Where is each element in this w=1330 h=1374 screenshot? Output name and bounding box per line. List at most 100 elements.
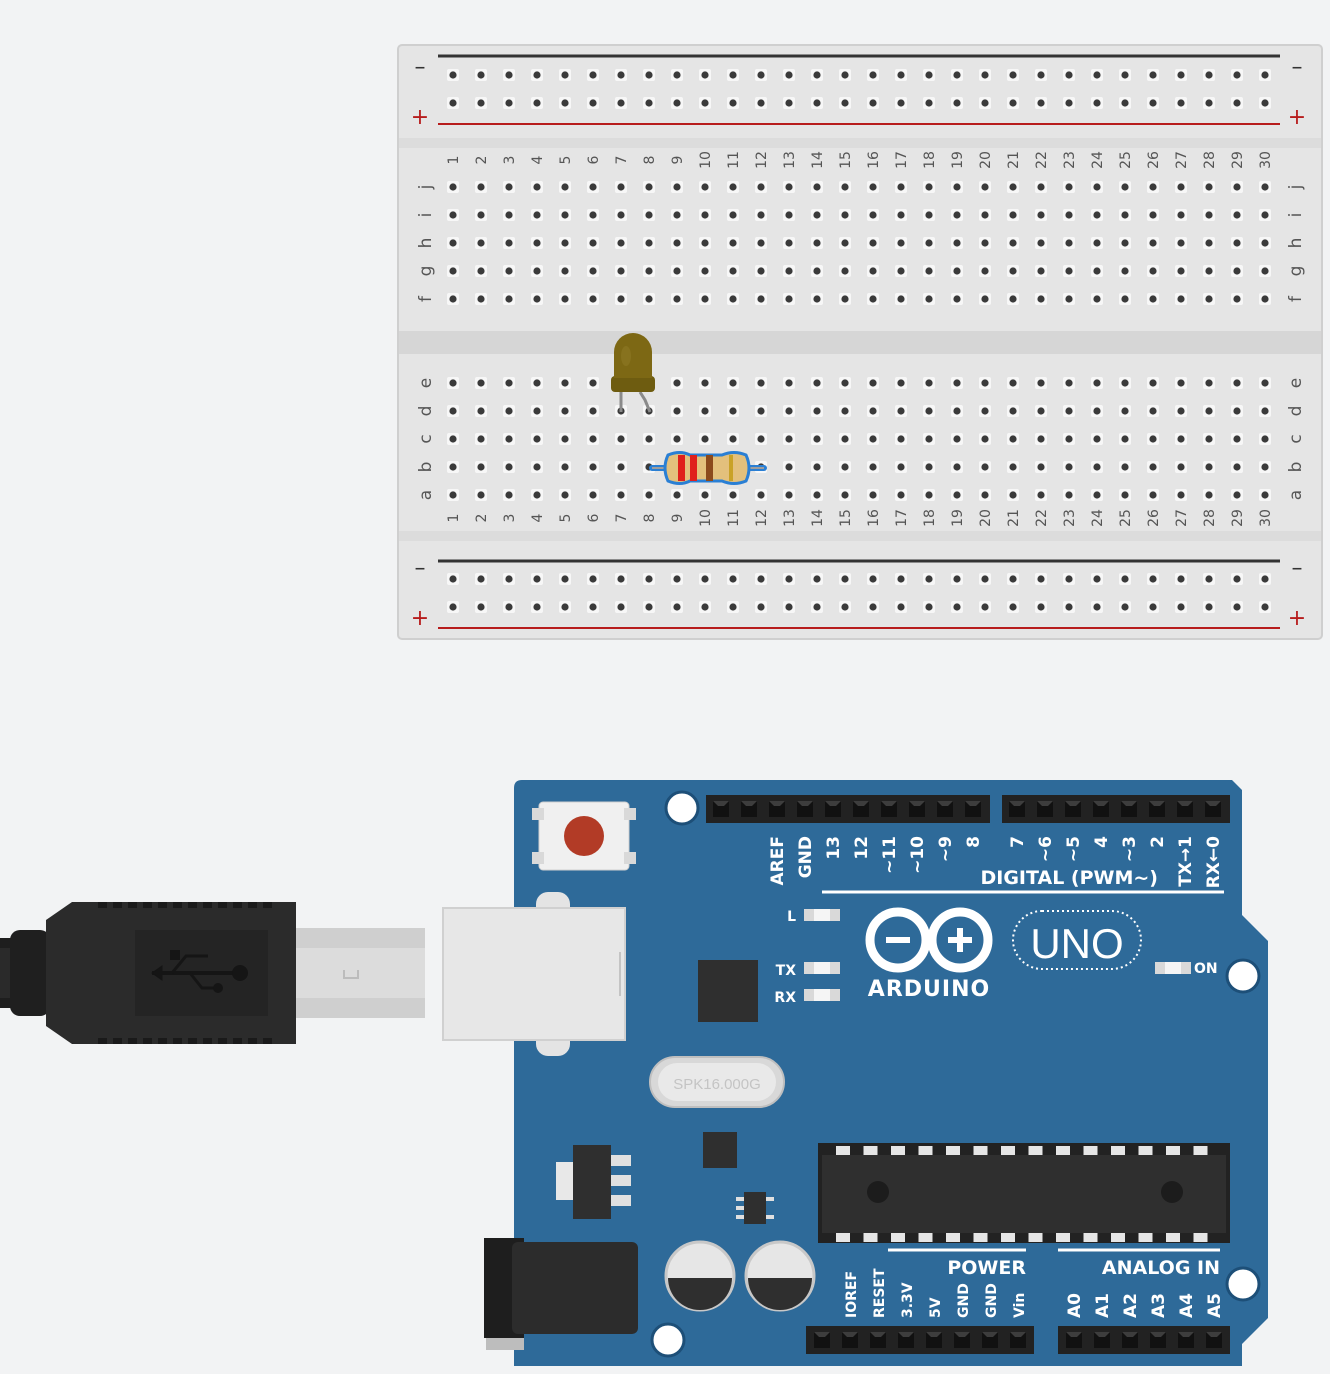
row-label: j — [1286, 185, 1306, 191]
breadboard-hole-center — [813, 407, 821, 415]
power-analog-sockets[interactable] — [814, 1332, 1222, 1348]
breadboard-hole-center — [617, 71, 625, 79]
power-jack[interactable] — [512, 1242, 638, 1334]
row-label: g — [1286, 266, 1306, 277]
power-pin-label: 3.3V — [900, 1282, 916, 1318]
bottom-minus-right: – — [1292, 556, 1303, 581]
breadboard-hole-center — [449, 211, 457, 219]
breadboard-hole-center — [869, 239, 877, 247]
breadboard-hole-center — [645, 239, 653, 247]
power-header[interactable] — [806, 1326, 1034, 1354]
chip-pin — [1193, 1146, 1208, 1155]
breadboard-hole-center — [729, 407, 737, 415]
breadboard-hole-center — [505, 603, 513, 611]
breadboard-hole-center — [1037, 379, 1045, 387]
breadboard-hole-center — [953, 379, 961, 387]
led-icon[interactable] — [611, 333, 655, 413]
resistor-band — [729, 455, 733, 481]
digital-header-right[interactable] — [1002, 795, 1230, 823]
breadboard-hole-center — [1065, 71, 1073, 79]
usb-icon[interactable] — [0, 902, 425, 1044]
breadboard-hole-center — [1009, 183, 1017, 191]
breadboard-hole-center — [1009, 239, 1017, 247]
breadboard-hole-center — [589, 267, 597, 275]
led-l-label: L — [787, 909, 796, 925]
tiny-ic — [744, 1192, 766, 1224]
breadboard-hole-center — [1205, 463, 1213, 471]
breadboard-hole-center — [533, 463, 541, 471]
breadboard-hole-center — [533, 239, 541, 247]
breadboard-hole-center — [729, 295, 737, 303]
breadboard-hole-center — [1205, 211, 1213, 219]
breadboard-hole-center — [1149, 239, 1157, 247]
breadboard-hole-center — [477, 435, 485, 443]
breadboard-hole-center — [533, 379, 541, 387]
breadboard-hole-center — [617, 463, 625, 471]
breadboard-hole-center — [449, 99, 457, 107]
breadboard-hole-center — [1205, 99, 1213, 107]
breadboard-hole-center — [1121, 407, 1129, 415]
breadboard-hole-center — [953, 435, 961, 443]
breadboard-hole-center — [785, 99, 793, 107]
analog-header[interactable] — [1058, 1326, 1230, 1354]
breadboard-hole-center — [953, 267, 961, 275]
column-number: 12 — [754, 509, 770, 527]
breadboard-hole-center — [785, 379, 793, 387]
breadboard-hole-center — [925, 99, 933, 107]
digital-pin-sockets[interactable] — [713, 801, 1221, 817]
breadboard-hole-center — [1149, 295, 1157, 303]
breadboard-hole-center — [561, 239, 569, 247]
breadboard-hole-center — [785, 267, 793, 275]
usb-grip — [98, 1038, 107, 1044]
breadboard-hole-center — [953, 463, 961, 471]
digital-pin-label: 4 — [1092, 836, 1112, 848]
column-number: 21 — [1006, 509, 1022, 527]
breadboard-hole-center — [1037, 407, 1045, 415]
led-leg-anode — [638, 391, 652, 413]
breadboard-hole-center — [897, 183, 905, 191]
chip-pin — [1111, 1233, 1125, 1242]
breadboard-hole-center — [981, 603, 989, 611]
breadboard-hole-center — [785, 603, 793, 611]
breadboard-hole-center — [1205, 575, 1213, 583]
column-number: 5 — [558, 156, 574, 165]
breadboard-hole-center — [533, 603, 541, 611]
resistor-icon[interactable] — [649, 451, 767, 485]
breadboard-hole-center — [1261, 183, 1269, 191]
mounting-hole — [650, 1322, 686, 1358]
row-label: i — [1286, 213, 1306, 218]
breadboard-hole-center — [757, 491, 765, 499]
reset-button-cap — [564, 816, 604, 856]
breadboard-hole-center — [1261, 71, 1269, 79]
breadboard-hole-center — [1009, 463, 1017, 471]
top-plus-left: + — [411, 105, 429, 130]
breadboard-hole-center — [701, 267, 709, 275]
breadboard-hole-center — [897, 463, 905, 471]
breadboard-hole-center — [925, 211, 933, 219]
column-number: 16 — [866, 151, 882, 169]
breadboard-hole-center — [897, 379, 905, 387]
usb-strain-relief — [10, 930, 50, 1016]
reset-button[interactable] — [532, 801, 636, 871]
breadboard-hole-center — [1009, 575, 1017, 583]
breadboard-hole-center — [1037, 463, 1045, 471]
breadboard-hole-center — [925, 183, 933, 191]
breadboard-hole-center — [589, 435, 597, 443]
breadboard-hole-center — [1177, 575, 1185, 583]
breadboard-hole-center — [1233, 267, 1241, 275]
breadboard-hole-center — [1233, 435, 1241, 443]
breadboard-holes[interactable] — [447, 69, 1271, 613]
breadboard-hole-center — [449, 267, 457, 275]
usb-b-port[interactable] — [442, 907, 626, 1041]
power-pin-label: 5V — [928, 1297, 944, 1318]
chip-pin — [973, 1233, 988, 1242]
breadboard[interactable]: – – + + – – + + 112233445566778899101011… — [397, 44, 1323, 640]
column-number: 14 — [810, 509, 826, 527]
usb-grip — [203, 1038, 212, 1044]
breadboard-hole-center — [505, 211, 513, 219]
breadboard-hole-center — [673, 295, 681, 303]
breadboard-hole-center — [617, 211, 625, 219]
breadboard-hole-center — [1177, 183, 1185, 191]
